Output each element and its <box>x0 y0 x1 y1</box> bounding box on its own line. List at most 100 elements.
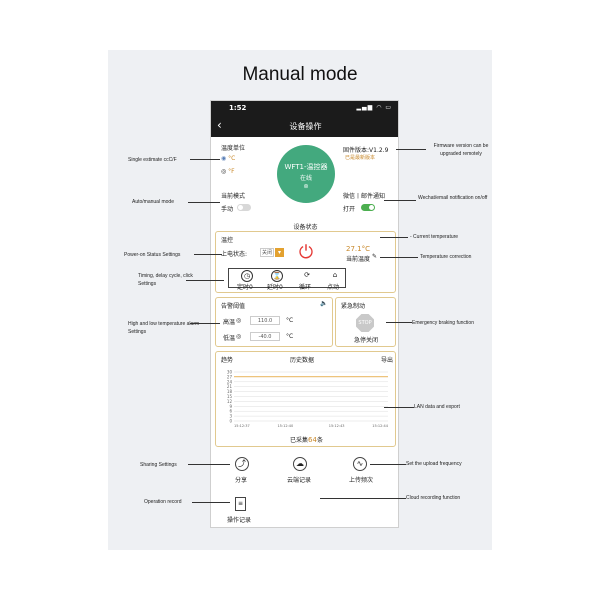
temp-unit-label: 温度单位 <box>221 145 246 152</box>
celsius-label: °C <box>228 155 236 162</box>
low-temp-unit: °C <box>286 333 294 340</box>
annotation-emergency: Emergency braking function <box>412 320 474 326</box>
chart-panel: 趋势 历史数据 导出 已采集64条 <box>215 351 396 447</box>
annotation-line <box>380 257 418 258</box>
chart-export-button[interactable]: 导出 <box>381 357 394 364</box>
chart-x-tick: 15:12:44 <box>372 424 388 428</box>
chart-y-tick: 9 <box>229 404 232 409</box>
status-icons: ▂▄▆ ◠ ▭ <box>356 104 392 111</box>
annotation-line <box>188 464 230 465</box>
collected-count: 已采集64条 <box>290 436 323 444</box>
device-status-circle[interactable]: WFT1-温控器 在线 ⊚ <box>277 145 335 203</box>
nav-bar: ‹ 设备操作 <box>211 115 398 137</box>
firmware-version: 固件版本:V1.2.9 <box>343 147 389 154</box>
annotation-cloud-record: Cloud recording function <box>406 495 461 501</box>
radio-checked-icon: ◉ <box>221 155 227 162</box>
current-temp-label: 当前温度 <box>346 256 371 263</box>
delay-icon[interactable]: ⌛ <box>271 270 283 282</box>
timer-button[interactable]: 定时0 <box>237 284 253 291</box>
chart-y-tick: 3 <box>229 414 232 419</box>
stop-icon[interactable]: STOP <box>356 314 374 332</box>
edit-pencil-icon[interactable]: ✎ <box>372 253 378 260</box>
annotation-firmware: Firmware version can be upgraded remotel… <box>433 143 489 157</box>
delay-button[interactable]: 延时0 <box>267 284 283 291</box>
annotation-operation: Operation record <box>144 499 182 505</box>
chart-y-tick: 24 <box>227 379 233 384</box>
device-name: WFT1-温控器 <box>284 163 328 171</box>
annotation-auto-manual: Auto/manual mode <box>132 199 174 205</box>
notify-toggle[interactable] <box>361 204 375 211</box>
chart-tab-history[interactable]: 历史数据 <box>290 357 315 364</box>
annotation-temp-correction: Temperature correction <box>420 254 472 260</box>
pulse-icon[interactable]: ∿ <box>353 457 367 471</box>
annotation-line <box>370 464 406 465</box>
mode-toggle[interactable] <box>237 204 251 211</box>
operation-log-button[interactable]: 操作记录 <box>227 517 252 524</box>
annotation-line <box>190 323 220 324</box>
chart-y-tick: 18 <box>227 389 233 394</box>
share-button[interactable]: 分享 <box>235 477 248 484</box>
device-signal-icon: ⊚ <box>303 183 309 190</box>
annotation-line <box>384 407 414 408</box>
low-temp-input[interactable]: -40.0 <box>250 332 280 341</box>
annotation-sharing: Sharing Settings <box>140 462 177 468</box>
low-temp-icon: ◎ <box>236 333 242 340</box>
annotation-current-temp: - Current temperature <box>410 234 459 240</box>
annotation-line <box>192 502 230 503</box>
timer-icon[interactable]: ◷ <box>241 270 253 282</box>
alarm-panel: 告警阈值 🔈 高温 ◎ 110.0 °C 低温 ◎ -40.0 °C <box>215 297 333 347</box>
emergency-panel: 紧急制动 STOP 急停关闭 <box>335 297 396 347</box>
fahrenheit-label: °F <box>228 168 235 175</box>
cloud-record-button[interactable]: 云端记录 <box>287 477 312 484</box>
mode-value: 手动 <box>221 206 234 213</box>
unit-fahrenheit-option[interactable]: ◎ °F <box>221 168 235 175</box>
inching-button[interactable]: 点动 <box>327 284 340 291</box>
power-on-select[interactable]: 关闭 <box>260 248 274 257</box>
annotation-line <box>194 254 222 255</box>
high-temp-icon: ◎ <box>236 317 242 324</box>
page-title: Manual mode <box>242 64 358 85</box>
alarm-title: 告警阈值 <box>221 303 246 310</box>
chevron-down-icon[interactable]: ▾ <box>275 248 284 257</box>
chart-x-tick: 15:12:40 <box>277 424 293 428</box>
notify-label: 微信丨邮件通知 <box>343 193 386 200</box>
chart-x-tick: 15:12:43 <box>329 424 345 428</box>
emergency-title: 紧急制动 <box>341 303 366 310</box>
annotation-line <box>188 202 220 203</box>
chart-y-tick: 15 <box>227 394 233 399</box>
annotation-timing: Timing, delay cycle, click Settings <box>138 273 193 287</box>
temp-control-panel: 温控 上电状态: 关闭 ▾ ⏻ 27.1°C 当前温度 ✎ ◷ 定时0 ⌛ 延时… <box>215 231 396 293</box>
inching-icon[interactable]: ⌂ <box>332 271 338 279</box>
chart-tab-trend[interactable]: 趋势 <box>221 357 234 364</box>
power-icon[interactable]: ⏻ <box>298 242 314 263</box>
status-time: 1:52 <box>229 104 247 112</box>
upload-frequency-button[interactable]: 上传频次 <box>349 477 374 484</box>
chart-y-tick: 6 <box>229 409 232 414</box>
annotation-line <box>190 159 220 160</box>
cloud-icon[interactable]: ☁ <box>293 457 307 471</box>
document-icon[interactable]: ≡ <box>235 497 246 511</box>
share-icon[interactable]: ⤴ <box>235 457 249 471</box>
high-temp-input[interactable]: 110.0 <box>250 316 280 325</box>
device-state: 在线 <box>299 175 312 182</box>
cycle-icon[interactable]: ⟳ <box>304 271 310 279</box>
phone-screen: 1:52 ▂▄▆ ◠ ▭ ‹ 设备操作 温度单位 ◉ °C ◎ °F 固件版本:… <box>210 100 399 528</box>
nav-title: 设备操作 <box>289 122 322 131</box>
annotation-single-unit: Single estimate ccC/F <box>128 157 177 163</box>
back-arrow-icon[interactable]: ‹ <box>217 118 222 132</box>
annotation-line <box>384 200 416 201</box>
speaker-icon[interactable]: 🔈 <box>320 300 328 307</box>
radio-unchecked-icon: ◎ <box>221 168 227 175</box>
status-bar: 1:52 ▂▄▆ ◠ ▭ <box>211 101 398 115</box>
high-temp-unit: °C <box>286 317 294 324</box>
unit-celsius-option[interactable]: ◉ °C <box>221 155 235 162</box>
annotation-notify: Wechat/email notification on/off <box>418 195 488 201</box>
cycle-button[interactable]: 循环 <box>299 284 312 291</box>
chart-y-tick: 30 <box>227 370 233 375</box>
annotation-line <box>186 280 224 281</box>
current-temp-value: 27.1°C <box>346 245 370 253</box>
annotation-line <box>320 498 406 499</box>
emergency-label: 急停关闭 <box>354 337 379 344</box>
mode-label: 当前模式 <box>221 193 246 200</box>
